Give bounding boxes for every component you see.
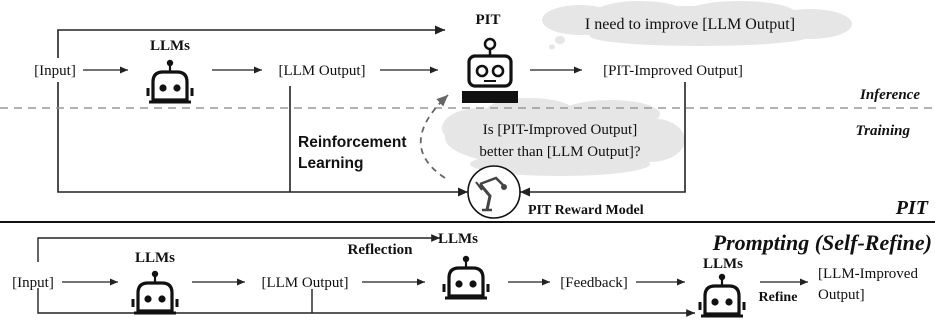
thought-cloud-inference [542, 1, 852, 50]
feedback-label: [Feedback] [560, 275, 627, 291]
reward-model-label: PIT Reward Model [528, 203, 644, 218]
pit-robot-icon [462, 37, 518, 103]
improved-to-reward-arrow [520, 82, 686, 197]
p-llms-label-2: LLMs [438, 231, 478, 247]
reward-model-icon [467, 165, 521, 219]
training-label: Training [856, 123, 911, 139]
input-to-reflection-arrow [37, 234, 440, 262]
reflection-label: Reflection [348, 242, 414, 258]
input-to-refine-arrow [37, 288, 695, 317]
pit-llm-output-label: [LLM Output] [278, 63, 365, 79]
inference-label: Inference [859, 87, 920, 103]
p-input-label: [Input] [12, 275, 54, 291]
p-llm-output-label: [LLM Output] [261, 275, 348, 291]
rl-label-line1: Reinforcement [298, 134, 407, 151]
p-llms-label-3: LLMs [703, 256, 743, 272]
improved-output-line2: Output] [818, 287, 865, 303]
rl-label-line2: Learning [298, 155, 363, 172]
thought-inference-text: I need to improve [LLM Output] [585, 16, 795, 33]
input-to-reward-arrow [57, 82, 468, 197]
pit-input-label: [Input] [34, 63, 76, 79]
thought-training-line2: better than [LLM Output]? [479, 144, 641, 160]
thought-cloud-training [442, 98, 685, 183]
p-llms-robot-icon-1 [131, 269, 179, 315]
pit-llms-label: LLMs [150, 38, 190, 54]
pit-section-title: PIT [895, 197, 929, 219]
pit-model-label: PIT [475, 12, 500, 28]
refine-label: Refine [759, 290, 798, 305]
thought-training-line1: Is [PIT-Improved Output] [483, 122, 637, 138]
improved-output-line1: [LLM-Improved [818, 266, 918, 282]
input-to-pit-arrow [57, 25, 445, 58]
prompting-section-title: Prompting (Self-Refine) [712, 230, 932, 255]
rl-dashed-arrow [419, 94, 449, 179]
pit-improved-output-label: [PIT-Improved Output] [603, 63, 743, 79]
p-llms-robot-icon-3 [698, 272, 746, 318]
llms-robot-icon [146, 58, 194, 104]
p-llms-label-1: LLMs [135, 250, 175, 266]
p-llms-robot-icon-2 [442, 254, 490, 300]
pit-section: [Input] LLMs [LLM Output] PIT [PIT-Impro… [0, 1, 935, 219]
prompting-section: Prompting (Self-Refine) [Input] LLMs [LL… [12, 230, 932, 318]
